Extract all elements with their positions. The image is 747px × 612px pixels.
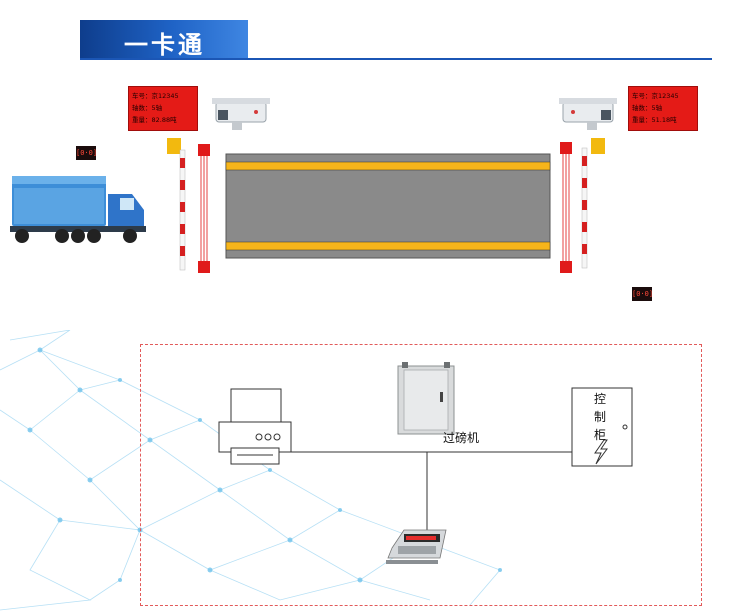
system-diagram [218,362,633,564]
left-small-display: [0·0] [76,146,97,160]
control-cabinet-label: 控制柜 [594,392,607,442]
right-led-line-plate: 车号：京12345 [632,92,679,100]
left-camera-icon [212,98,270,130]
truck-icon [10,176,146,243]
title-banner [80,20,248,58]
right-light-curtain [560,142,572,273]
left-led-display: 车号：京12345 轴数：5轴 重量：82.88吨 [128,86,198,131]
left-barrier-gate [167,138,186,271]
weighbridge-platform [225,153,551,259]
right-small-display: [0·0] [632,287,653,301]
left-led-line-plate: 车号：京12345 [132,92,179,100]
right-camera-icon [559,98,617,130]
printer-icon [218,388,292,465]
title-underline [80,58,712,60]
weighbridge-computer-label: 过磅机 [443,431,480,445]
right-led-line-axles: 轴数：5轴 [632,104,663,112]
weighing-indicator-icon [386,529,447,564]
system-boundary-frame [140,344,702,606]
control-cabinet [571,387,633,467]
left-led-line-axles: 轴数：5轴 [132,104,163,112]
right-barrier-gate [581,138,605,269]
right-led-display: 车号：京12345 轴数：5轴 重量：51.18吨 [628,86,698,131]
weighbridge-computer-cabinet [397,362,455,435]
weighbridge-scene [10,98,617,273]
right-led-line-weight: 重量：51.18吨 [632,116,677,124]
connection-lines [290,451,572,530]
left-light-curtain [198,144,210,273]
page-title: 一卡通 [124,31,205,59]
left-led-line-weight: 重量：82.88吨 [132,116,177,124]
